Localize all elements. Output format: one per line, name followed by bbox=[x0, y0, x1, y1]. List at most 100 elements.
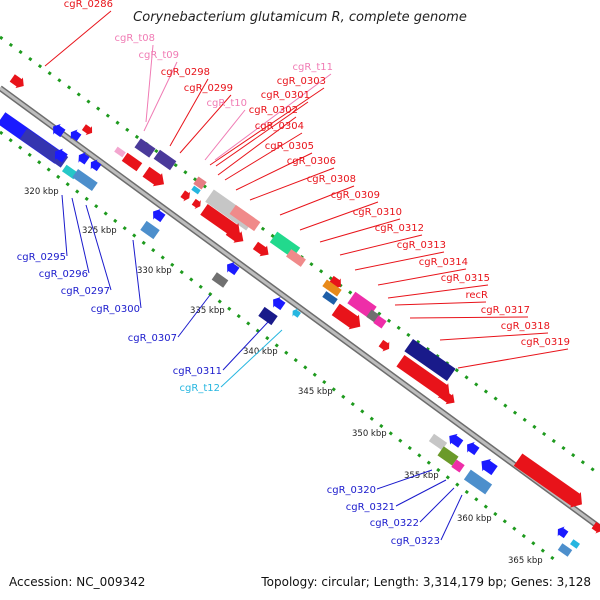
gene-label: recR bbox=[466, 290, 489, 301]
gene-label: cgR_0296 bbox=[39, 269, 88, 280]
kbp-tick-label: 335 kbp bbox=[190, 306, 225, 316]
callout-leader bbox=[214, 73, 332, 161]
callout-leader bbox=[457, 348, 569, 369]
callout-leader bbox=[169, 78, 209, 147]
callout-leader bbox=[319, 218, 401, 243]
gene-label: cgR_0309 bbox=[331, 190, 380, 201]
forward-gene-arrow bbox=[331, 303, 361, 330]
gene-block bbox=[373, 315, 387, 329]
reverse-gene-arrow bbox=[227, 261, 240, 276]
callout-leader bbox=[387, 284, 489, 299]
gene-block bbox=[211, 272, 229, 288]
gene-label: cgR_0320 bbox=[327, 485, 376, 496]
gene-label: cgR_0298 bbox=[161, 67, 210, 78]
kbp-tick-label: 340 kbp bbox=[243, 347, 278, 357]
gene-label: cgR_0308 bbox=[307, 174, 356, 185]
reverse-gene-arrow bbox=[292, 308, 301, 318]
gene-label: cgR_t10 bbox=[207, 98, 247, 109]
gene-label: cgR_0314 bbox=[419, 257, 468, 268]
callout-leader bbox=[439, 332, 549, 341]
callout-leader bbox=[145, 44, 154, 123]
callout-leader bbox=[209, 87, 325, 166]
callout-leader bbox=[61, 194, 68, 257]
callout-leader bbox=[215, 101, 309, 167]
gene-label: cgR_0312 bbox=[375, 223, 424, 234]
gene-glyphs bbox=[0, 74, 600, 557]
gene-block bbox=[437, 446, 459, 466]
kbp-tick-label: 350 kbp bbox=[352, 429, 387, 439]
callout-leader bbox=[249, 167, 335, 201]
kbp-tick-label: 365 kbp bbox=[508, 556, 543, 566]
reverse-gene-arrow bbox=[53, 123, 66, 138]
callout-leader bbox=[395, 479, 447, 507]
forward-gene-arrow bbox=[200, 204, 241, 237]
callout-leader bbox=[220, 329, 283, 388]
forward-gene-arrow bbox=[142, 166, 165, 187]
callout-leader bbox=[71, 197, 90, 274]
callout-leader bbox=[224, 132, 303, 181]
gene-label: cgR_t08 bbox=[115, 33, 155, 44]
gene-label: cgR_0301 bbox=[261, 90, 310, 101]
accession-text: Accession: NC_009342 bbox=[9, 575, 146, 589]
callout-leader bbox=[299, 201, 379, 231]
kbp-tick-label: 355 kbp bbox=[404, 471, 439, 481]
callout-leader bbox=[204, 109, 246, 161]
gene-label: cgR_0310 bbox=[353, 207, 402, 218]
bottom-callouts: cgR_0295cgR_0296cgR_0297cgR_0300cgR_0307… bbox=[17, 194, 463, 547]
forward-gene-arrow bbox=[396, 355, 450, 398]
gene-label: cgR_0322 bbox=[370, 518, 419, 529]
gene-block bbox=[258, 306, 278, 326]
forward-gene-arrow bbox=[328, 275, 341, 290]
gene-block bbox=[72, 169, 98, 191]
callout-leader bbox=[222, 321, 269, 371]
gene-label: cgR_0303 bbox=[277, 76, 326, 87]
forward-gene-arrow bbox=[378, 339, 390, 352]
callout-leader bbox=[440, 494, 463, 541]
gene-label: cgR_0311 bbox=[173, 366, 222, 377]
callout-leader bbox=[377, 268, 467, 286]
callout-leader bbox=[177, 294, 211, 338]
kbp-tick-label: 325 kbp bbox=[82, 226, 117, 236]
gene-label: cgR_t09 bbox=[139, 50, 179, 61]
callout-leader bbox=[132, 239, 142, 309]
reverse-gene-arrow bbox=[449, 433, 464, 448]
callout-leader bbox=[376, 469, 433, 490]
genome-backbone bbox=[0, 86, 600, 530]
gene-block bbox=[557, 543, 573, 557]
gene-label: cgR_0318 bbox=[501, 321, 550, 332]
gene-block bbox=[153, 149, 177, 171]
callout-leader bbox=[394, 301, 487, 306]
forward-gene-arrow bbox=[81, 124, 93, 136]
kbp-tick-label: 320 kbp bbox=[24, 187, 59, 197]
gene-block bbox=[229, 204, 261, 232]
reverse-gene-arrow bbox=[78, 152, 90, 165]
gene-label: cgR_0317 bbox=[481, 305, 530, 316]
callout-leader bbox=[339, 234, 423, 256]
reverse-gene-arrow bbox=[467, 441, 480, 456]
gene-block bbox=[570, 539, 580, 549]
gene-block bbox=[134, 138, 156, 158]
gene-block bbox=[286, 249, 306, 267]
gene-block bbox=[193, 176, 207, 190]
forward-gene-arrow bbox=[513, 453, 582, 508]
reverse-gene-arrow bbox=[90, 159, 102, 172]
forward-gene-arrow bbox=[180, 190, 191, 202]
gene-label: cgR_0306 bbox=[287, 156, 336, 167]
reverse-gene-arrow bbox=[153, 208, 166, 223]
reverse-gene-arrow bbox=[481, 458, 498, 476]
callout-leader bbox=[409, 316, 529, 319]
top-callouts: cgR_0286cgR_t08cgR_t09cgR_0298cgR_0299cg… bbox=[44, 0, 570, 369]
forward-gene-arrow bbox=[252, 241, 269, 257]
forward-gene-arrow bbox=[9, 74, 24, 89]
forward-gene-arrow bbox=[191, 198, 201, 209]
forward-gene-arrow bbox=[225, 226, 244, 243]
gene-block bbox=[322, 291, 338, 305]
gene-label: cgR_0305 bbox=[265, 141, 314, 152]
map-title: Corynebacterium glutamicum R, complete g… bbox=[133, 10, 467, 25]
gene-block bbox=[191, 185, 201, 195]
callout-leader bbox=[179, 94, 232, 154]
reverse-gene-arrow bbox=[70, 129, 82, 142]
